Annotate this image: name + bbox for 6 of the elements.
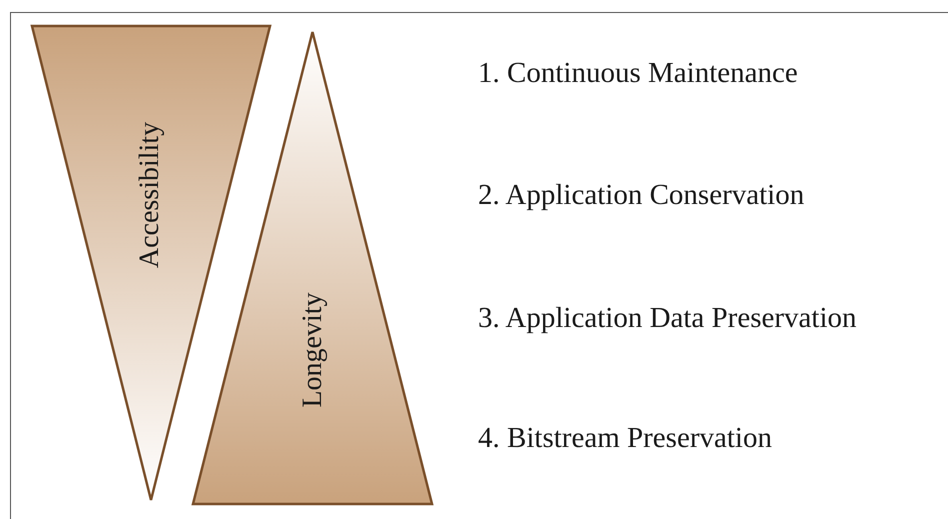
list-item-text: 2. Application Conservation bbox=[478, 179, 804, 212]
list-item-text: 4. Bitstream Preservation bbox=[478, 422, 772, 455]
list-item-text: 3. Application Data Preservation bbox=[478, 302, 857, 335]
rotated-label: Accessibility bbox=[134, 122, 166, 268]
list-item-text: 1. Continuous Maintenance bbox=[478, 57, 798, 90]
rotated-label: Longevity bbox=[297, 292, 329, 408]
